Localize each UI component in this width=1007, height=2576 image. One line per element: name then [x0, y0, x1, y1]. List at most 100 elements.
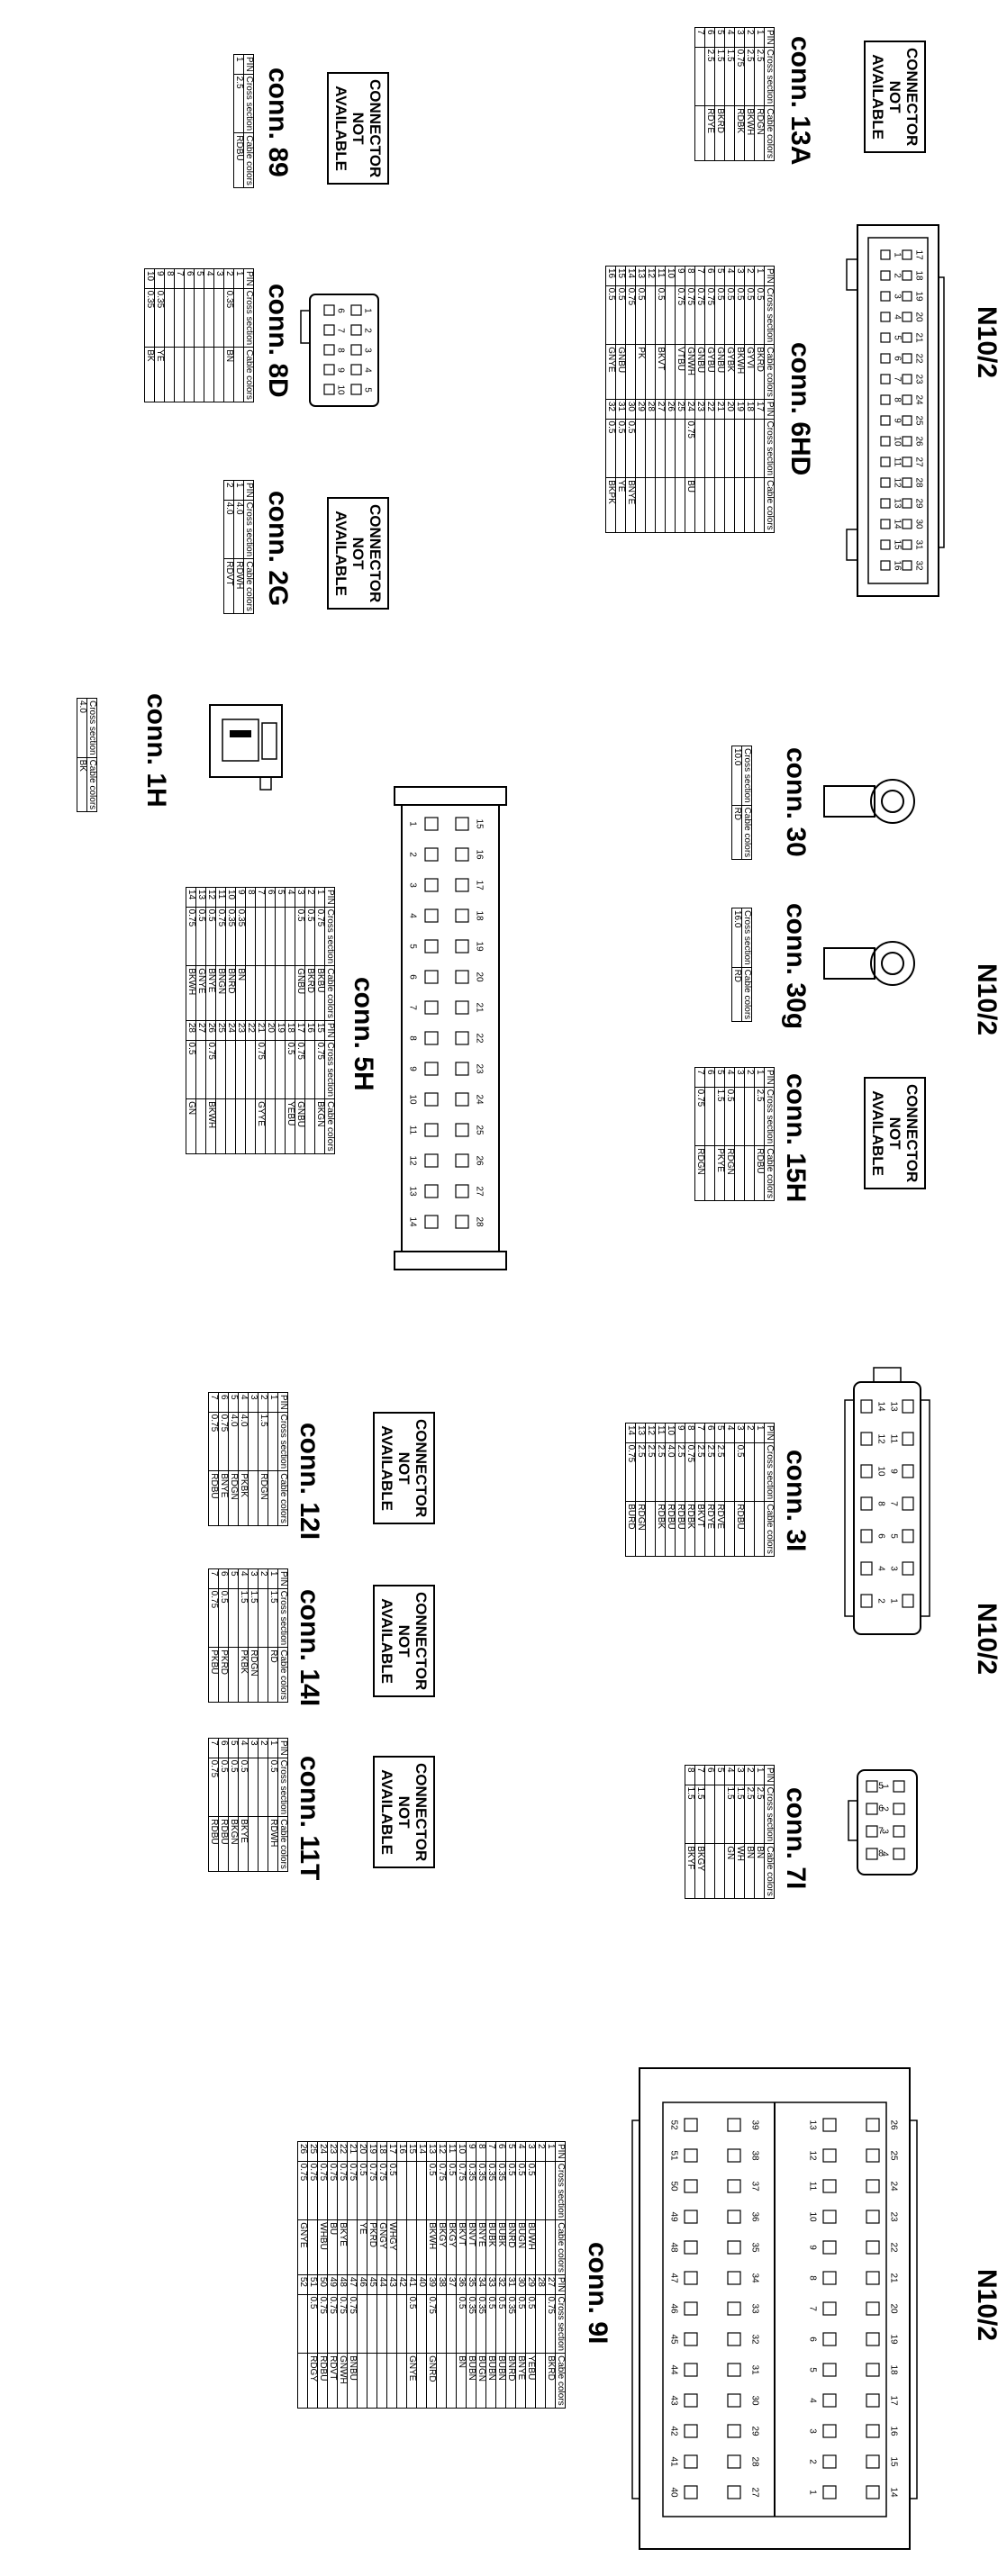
pin-number: 16 — [474, 849, 484, 860]
table-cell: 0.75 — [625, 285, 636, 345]
table-cell: BKWH — [734, 344, 745, 400]
table-cell: 6 — [704, 1067, 715, 1088]
table-cell: 9 — [235, 887, 246, 908]
table-cell: BKWH — [186, 965, 196, 1021]
pin-number: 9 — [407, 1066, 417, 1071]
pin-cavity — [866, 1848, 878, 1860]
pin-number: 35 — [749, 2242, 759, 2253]
header-cable: Cable colors — [243, 558, 254, 614]
pin-cavity — [350, 384, 362, 395]
pin-number: 1 — [407, 821, 417, 827]
table-cell — [665, 344, 676, 400]
pin-number: 7 — [807, 2306, 817, 2311]
table-cell: 1 — [754, 1067, 765, 1088]
table-cell: 21 — [255, 1020, 266, 1041]
pin-number: 13 — [807, 2120, 817, 2130]
table-cell: 1.5 — [238, 1588, 249, 1648]
table-cell — [535, 2294, 546, 2354]
pin-cavity — [860, 1529, 873, 1543]
pin-cavity — [902, 560, 912, 571]
table-cell: BN — [754, 1843, 765, 1899]
pin-number: 6 — [407, 974, 417, 980]
table-cell — [535, 2161, 546, 2220]
table-row: 6 — [704, 1067, 715, 1201]
pin-cavity — [727, 2148, 741, 2163]
header-cross: Cross section — [764, 47, 775, 106]
pin-number: 7 — [878, 1827, 884, 1837]
table-cell: 4 — [724, 266, 735, 286]
pin-cavity — [866, 2179, 880, 2193]
table-cell: 6 — [218, 1568, 229, 1589]
connector-drawing-30g — [823, 941, 915, 986]
table-cell — [233, 288, 244, 348]
pin-cavity — [866, 1825, 878, 1838]
table-cell: 2 — [258, 1568, 268, 1589]
table-cell: 0.75 — [734, 47, 745, 106]
pin-number: 12 — [407, 1155, 417, 1166]
table-cell: GYBK — [724, 344, 735, 400]
table-cell — [535, 2219, 546, 2275]
table-cell: RDGN — [635, 1501, 646, 1557]
table-cell: 8 — [685, 1423, 695, 1443]
table-cell: 0.5 — [186, 1040, 196, 1099]
table-cell: 17 — [295, 1020, 305, 1041]
pin-number: 8 — [407, 1035, 417, 1041]
pin-cavity — [902, 270, 912, 281]
table-row: 2 — [744, 1067, 755, 1201]
pin-cavity — [822, 2393, 837, 2408]
table-cell: BU — [327, 2219, 338, 2275]
pin-number: 1 — [807, 2490, 817, 2495]
pin-cavity — [424, 1215, 439, 1229]
table-cell: RDBU — [675, 1501, 685, 1557]
table-cell: RD — [731, 967, 742, 1022]
connector-drawing-5h: 1516171819202122232425262728123456789101… — [394, 786, 507, 1270]
table-cell: 0.75 — [436, 2161, 447, 2220]
table-cell: 46 — [357, 2274, 367, 2295]
table-cell: 2 — [744, 1765, 755, 1785]
pin-cavity — [880, 519, 891, 529]
pin-cavity — [860, 1464, 873, 1478]
table-cell: 0.5 — [386, 2161, 397, 2220]
table-cell: 0.75 — [317, 2161, 328, 2220]
table-cell: 12 — [205, 887, 216, 908]
table-cell: 34 — [476, 2274, 486, 2295]
table-cell — [416, 2161, 427, 2220]
table-cell: 27 — [195, 1020, 206, 1041]
table-cell: YE — [357, 2219, 367, 2275]
table-cell: 12 — [645, 266, 656, 286]
pin-cavity — [860, 1594, 873, 1608]
pin-cavity — [323, 364, 335, 375]
table-cell: 45 — [367, 2274, 377, 2295]
pin-cavity — [684, 2301, 698, 2316]
table-cell: 2.5 — [704, 1442, 715, 1502]
table-cell: RDBK — [734, 105, 745, 161]
table-cell — [285, 907, 295, 966]
header-cable: Cable colors — [764, 344, 775, 400]
table-cell: 26 — [665, 399, 676, 420]
table-cell: 1 — [233, 268, 244, 289]
pin-cavity — [902, 1529, 914, 1543]
pin-cavity — [684, 2148, 698, 2163]
table-cell: GNYE — [195, 965, 206, 1021]
table-cell — [285, 965, 295, 1021]
pin-cavity — [902, 249, 912, 260]
table-cell: 26 — [297, 2141, 308, 2162]
